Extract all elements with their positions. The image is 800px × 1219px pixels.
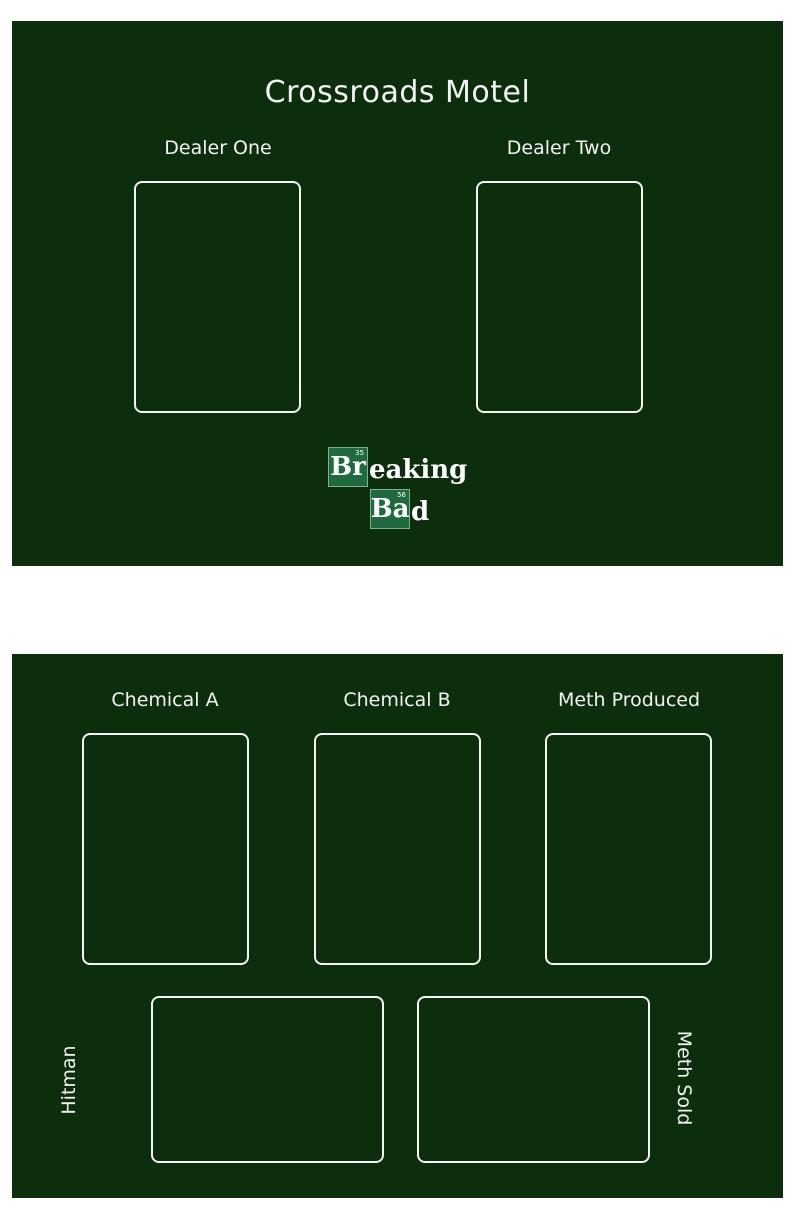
bottom-board: Chemical A Chemical B Meth Produced Hitm…	[12, 654, 783, 1198]
hitman-card-slot[interactable]	[151, 996, 384, 1163]
logo-element-symbol: Ba	[370, 494, 410, 524]
logo-line-1: 35 Br eaking	[328, 447, 467, 487]
logo-element-tile-br: 35 Br	[328, 447, 368, 487]
logo-word-rest: eaking	[369, 455, 468, 485]
top-board: Crossroads Motel Dealer One Dealer Two 3…	[12, 21, 783, 566]
board-title: Crossroads Motel	[264, 75, 531, 110]
chemical-b-card-slot[interactable]	[314, 733, 481, 965]
dealer-two-label: Dealer Two	[506, 137, 612, 159]
chemical-a-card-slot[interactable]	[82, 733, 249, 965]
logo-element-symbol: Br	[330, 452, 366, 482]
meth-produced-card-slot[interactable]	[545, 733, 712, 965]
logo-element-tile-ba: 56 Ba	[370, 489, 410, 529]
breaking-bad-logo: 35 Br eaking 56 Ba d	[328, 445, 478, 531]
dealer-one-label: Dealer One	[164, 137, 272, 159]
logo-element-number: 56	[397, 491, 406, 499]
logo-line-2: 56 Ba d	[370, 489, 429, 529]
meth-sold-label: Meth Sold	[673, 1030, 695, 1126]
dealer-one-card-slot[interactable]	[134, 181, 301, 413]
logo-word-rest: d	[411, 497, 430, 527]
hitman-label: Hitman	[58, 1045, 80, 1115]
meth-sold-card-slot[interactable]	[417, 996, 650, 1163]
meth-produced-label: Meth Produced	[557, 689, 701, 711]
chemical-b-label: Chemical B	[343, 689, 451, 711]
logo-element-number: 35	[355, 449, 364, 457]
dealer-two-card-slot[interactable]	[476, 181, 643, 413]
chemical-a-label: Chemical A	[111, 689, 219, 711]
